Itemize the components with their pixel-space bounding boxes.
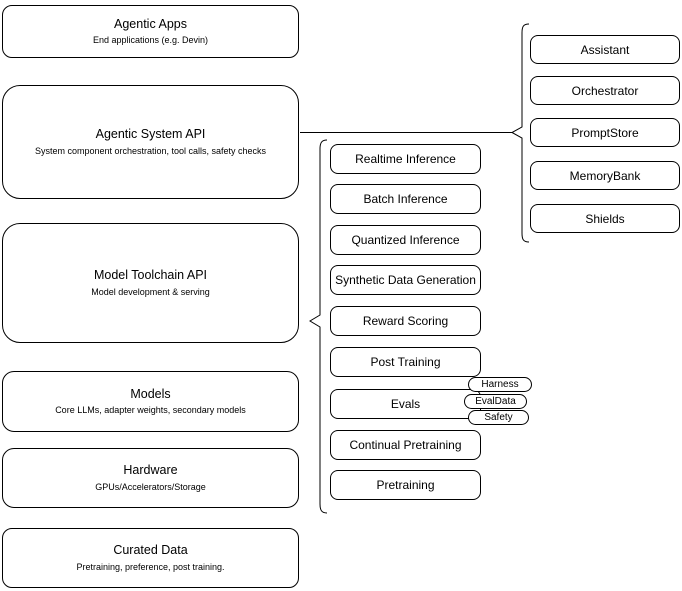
node-orchestrator: Orchestrator [530,76,680,105]
node-subtitle: Model development & serving [91,286,210,297]
node-subtitle: Pretraining, preference, post training. [76,561,225,572]
node-models: Models Core LLMs, adapter weights, secon… [2,371,299,432]
node-batch-inference: Batch Inference [330,184,481,214]
node-agentic-apps: Agentic Apps End applications (e.g. Devi… [2,5,299,58]
node-subtitle: GPUs/Accelerators/Storage [95,481,206,492]
node-memorybank: MemoryBank [530,161,680,190]
toolchain-components-brace [309,139,328,514]
node-title: Hardware [123,463,178,478]
tag-harness: Harness [468,377,532,392]
node-curated-data: Curated Data Pretraining, preference, po… [2,528,299,588]
node-assistant: Assistant [530,35,680,64]
node-promptstore: PromptStore [530,118,680,147]
tag-safety: Safety [468,410,529,425]
node-evals: Evals [330,389,481,419]
node-title: Agentic System API [95,127,206,142]
node-hardware: Hardware GPUs/Accelerators/Storage [2,448,299,508]
node-shields: Shields [530,204,680,233]
node-title: Model Toolchain API [93,268,208,283]
node-title: Agentic Apps [114,16,187,31]
node-subtitle: Core LLMs, adapter weights, secondary mo… [55,405,246,416]
system-components-brace [510,23,530,243]
node-quantized-inference: Quantized Inference [330,225,481,255]
node-pretraining: Pretraining [330,470,481,500]
node-subtitle: System component orchestration, tool cal… [34,145,267,156]
node-agentic-system-api: Agentic System API System component orch… [2,85,299,199]
node-post-training: Post Training [330,347,481,377]
node-subtitle: End applications (e.g. Devin) [92,35,209,46]
tag-evaldata: EvalData [464,394,527,409]
node-title: Curated Data [113,543,188,558]
node-continual-pretraining: Continual Pretraining [330,430,481,460]
node-model-toolchain-api: Model Toolchain API Model development & … [2,223,299,343]
node-reward-scoring: Reward Scoring [330,306,481,336]
node-title: Models [130,386,171,401]
node-synthetic-data-generation: Synthetic Data Generation [330,265,481,295]
node-realtime-inference: Realtime Inference [330,144,481,174]
